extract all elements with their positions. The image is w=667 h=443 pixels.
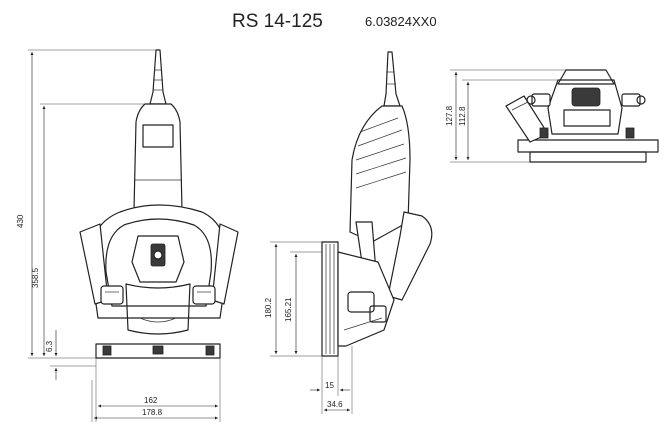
top-view <box>505 69 659 163</box>
dim-base-offset: 6.3 <box>45 340 54 352</box>
dim-top-height: 127.8 <box>445 105 454 126</box>
dim-total-height: 430 <box>16 214 25 228</box>
dim-side-height-inner: 165.21 <box>284 297 293 322</box>
dim-guard-width: 162 <box>144 396 158 405</box>
side-view-dimensions: 180.2 165.21 15 34.6 <box>264 241 353 414</box>
front-view <box>79 49 239 359</box>
top-view-dimensions: 127.8 112.8 <box>445 69 566 163</box>
dim-height-to-base: 358.5 <box>31 267 40 288</box>
side-view <box>321 51 433 357</box>
dim-overall-width: 178.8 <box>142 408 163 417</box>
dim-top-height-inner: 112.8 <box>458 106 467 126</box>
dim-lip-height: 15 <box>325 381 334 390</box>
model-title: RS 14-125 <box>232 11 323 32</box>
front-view-dimensions: 430 358.5 6.3 162 178.8 <box>16 49 221 422</box>
dim-side-height: 180.2 <box>264 297 273 318</box>
dim-side-depth: 34.6 <box>327 400 343 409</box>
order-number: 6.03824XX0 <box>365 14 437 29</box>
